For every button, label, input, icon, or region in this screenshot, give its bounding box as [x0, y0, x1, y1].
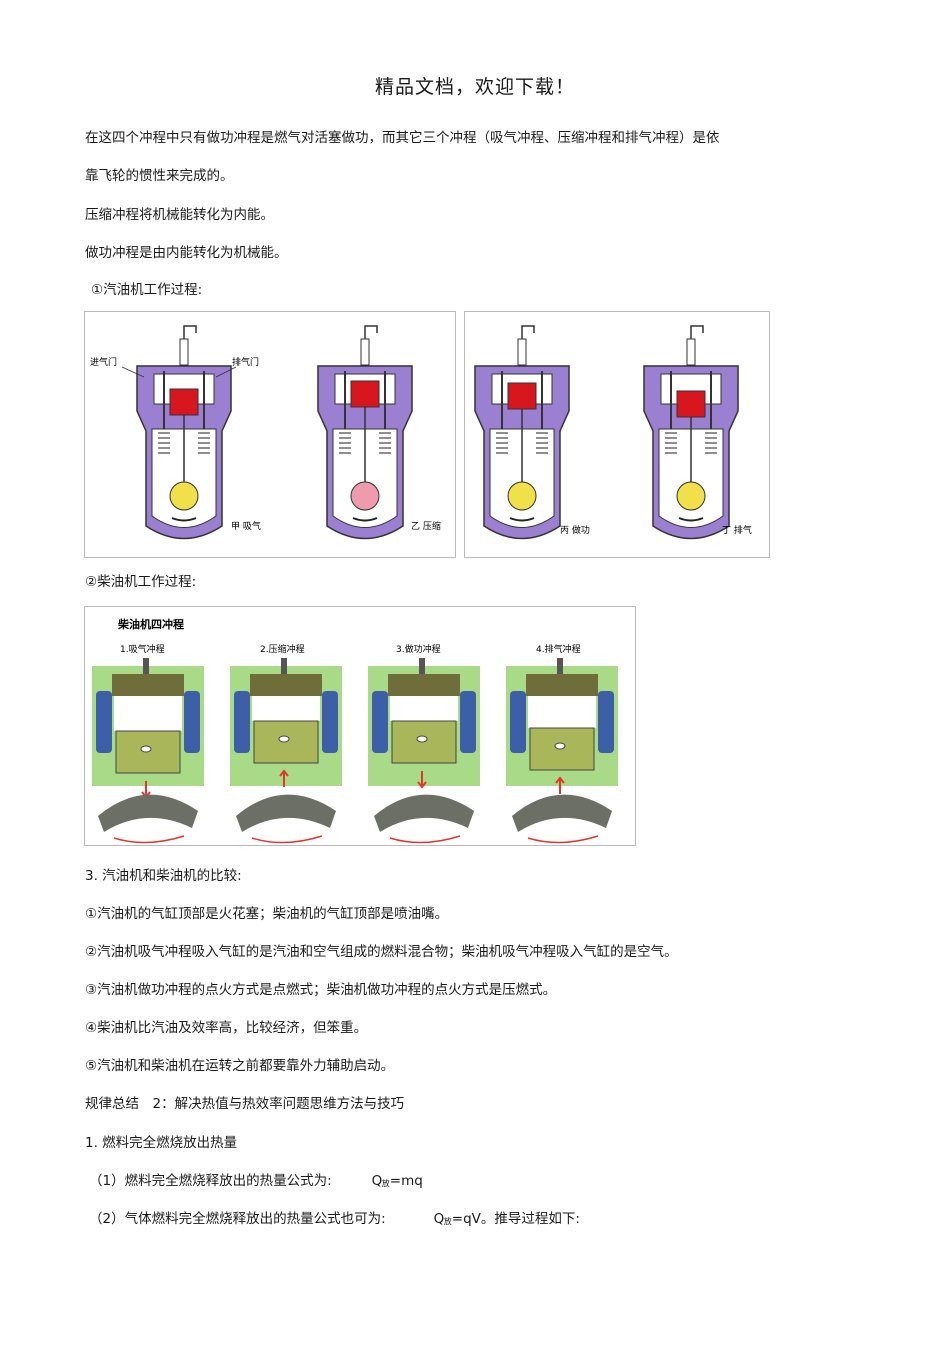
- formula-line-2: （2）气体燃料完全燃烧释放出的热量公式也可为: Q放=qV。推导过程如下:: [89, 1207, 580, 1227]
- formula-text: （2）气体燃料完全燃烧释放出的热量公式也可为:: [89, 1211, 386, 1227]
- stroke-label-4: 丁 排气: [722, 524, 752, 536]
- formula-text: （1）燃料完全燃烧释放出的热量公式为:: [89, 1173, 332, 1189]
- diesel-engine-diagram: 柴油机四冲程 1.吸气冲程 2.压缩冲程 3.做功冲程 4.排气冲程: [84, 606, 636, 846]
- comparison-item: ⑤汽油机和柴油机在运转之前都要靠外力辅助启动。: [85, 1058, 395, 1074]
- exhaust-valve-label: 排气门: [232, 356, 259, 368]
- formula-subscript: 放: [443, 1217, 452, 1226]
- comparison-item: ①汽油机的气缸顶部是火花塞；柴油机的气缸顶部是喷油嘴。: [85, 906, 449, 922]
- label-pointer: [121, 366, 145, 378]
- diesel-panel-exhaust: [506, 658, 618, 844]
- stroke-label-3: 丙 做功: [560, 524, 590, 536]
- engine-compression: [317, 325, 413, 540]
- engine-power: [474, 325, 570, 540]
- diesel-stroke-label-4: 4.排气冲程: [536, 643, 581, 655]
- comparison-item: ②汽油机吸气冲程吸入气缸的是汽油和空气组成的燃料混合物；柴油机吸气冲程吸入气缸的…: [85, 944, 678, 960]
- formula-expression: =qV。推导过程如下:: [451, 1211, 580, 1227]
- gasoline-engine-diagram: 进气门 排气门 甲 吸气 乙 压缩 丙 做功 丁 排气: [84, 311, 770, 558]
- formula-expression: =mq: [389, 1173, 423, 1189]
- diesel-engine-figure: 柴油机四冲程 1.吸气冲程 2.压缩冲程 3.做功冲程 4.排气冲程: [84, 606, 636, 846]
- paragraph: 做功冲程是由内能转化为机械能。: [85, 245, 288, 261]
- section-heading-comparison: 3. 汽油机和柴油机的比较:: [85, 868, 242, 884]
- label-pointer: [215, 366, 237, 378]
- formula-line-1: （1）燃料完全燃烧释放出的热量公式为: Q放=mq: [89, 1169, 423, 1189]
- figure-border: [84, 311, 456, 558]
- engine-intake: [136, 325, 232, 540]
- paragraph: 在这四个冲程中只有做功冲程是燃气对活塞做功，而其它三个冲程（吸气冲程、压缩冲程和…: [85, 130, 720, 146]
- diesel-stroke-label-3: 3.做功冲程: [396, 643, 441, 655]
- stroke-label-2: 乙 压缩: [411, 520, 441, 532]
- engine-exhaust: [643, 325, 739, 540]
- gasoline-engine-figure: 进气门 排气门 甲 吸气 乙 压缩 丙 做功 丁 排气: [84, 311, 770, 558]
- intake-valve-label: 进气门: [90, 356, 117, 368]
- section-label-diesel: ②柴油机工作过程:: [85, 574, 197, 590]
- diesel-stroke-label-1: 1.吸气冲程: [120, 643, 165, 655]
- comparison-item: ③汽油机做功冲程的点火方式是点燃式；柴油机做功冲程的点火方式是压燃式。: [85, 982, 557, 998]
- stroke-label-1: 甲 吸气: [231, 520, 261, 532]
- formula-q: Q: [433, 1211, 445, 1227]
- formula-q: Q: [371, 1173, 383, 1189]
- figure-border: [464, 311, 770, 558]
- section-heading-summary: 规律总结 2：解决热值与热效率问题思维方法与技巧: [85, 1096, 405, 1112]
- diesel-panel-power: [368, 658, 480, 844]
- diesel-panel-compression: [230, 658, 342, 844]
- paragraph: 靠飞轮的惯性来完成的。: [85, 168, 234, 184]
- section-heading-combustion: 1. 燃料完全燃烧放出热量: [85, 1135, 238, 1151]
- diesel-stroke-label-2: 2.压缩冲程: [260, 643, 305, 655]
- paragraph: 压缩冲程将机械能转化为内能。: [85, 207, 274, 223]
- diesel-panel-intake: [92, 658, 204, 844]
- comparison-item: ④柴油机比汽油及效率高，比较经济，但笨重。: [85, 1020, 368, 1036]
- page-title: 精品文档，欢迎下载！: [374, 76, 575, 98]
- section-label-gasoline: ①汽油机工作过程:: [91, 282, 203, 298]
- diesel-figure-title: 柴油机四冲程: [117, 617, 184, 631]
- formula-subscript: 放: [381, 1179, 390, 1188]
